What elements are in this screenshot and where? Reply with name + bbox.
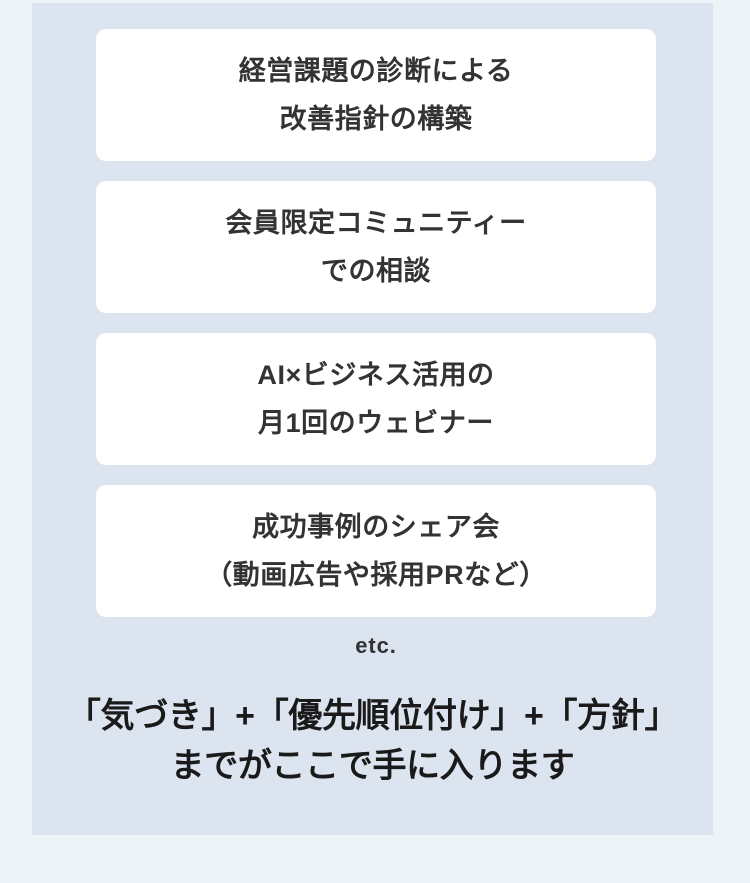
- benefit-card-label: AI×ビジネス活用の 月1回のウェビナー: [257, 360, 495, 438]
- summary-headline: 「気づき」+「優先順位付け」+「方針」 までがここで手に入ります: [66, 697, 679, 785]
- benefits-panel: 経営課題の診断による 改善指針の構築 会員限定コミュニティー での相談 AI×ビ…: [32, 3, 713, 835]
- benefit-card: 経営課題の診断による 改善指針の構築: [96, 29, 656, 161]
- benefit-card: 成功事例のシェア会 （動画広告や採用PRなど）: [96, 485, 656, 617]
- benefit-card-label: 経営課題の診断による 改善指針の構築: [238, 56, 514, 134]
- benefit-card-label: 会員限定コミュニティー での相談: [225, 208, 527, 286]
- benefit-card: AI×ビジネス活用の 月1回のウェビナー: [96, 333, 656, 465]
- benefit-card: 会員限定コミュニティー での相談: [96, 181, 656, 313]
- benefit-card-list: 経営課題の診断による 改善指針の構築 会員限定コミュニティー での相談 AI×ビ…: [96, 29, 656, 637]
- etc-label: etc.: [355, 633, 397, 658]
- benefit-card-label: 成功事例のシェア会 （動画広告や採用PRなど）: [205, 512, 547, 590]
